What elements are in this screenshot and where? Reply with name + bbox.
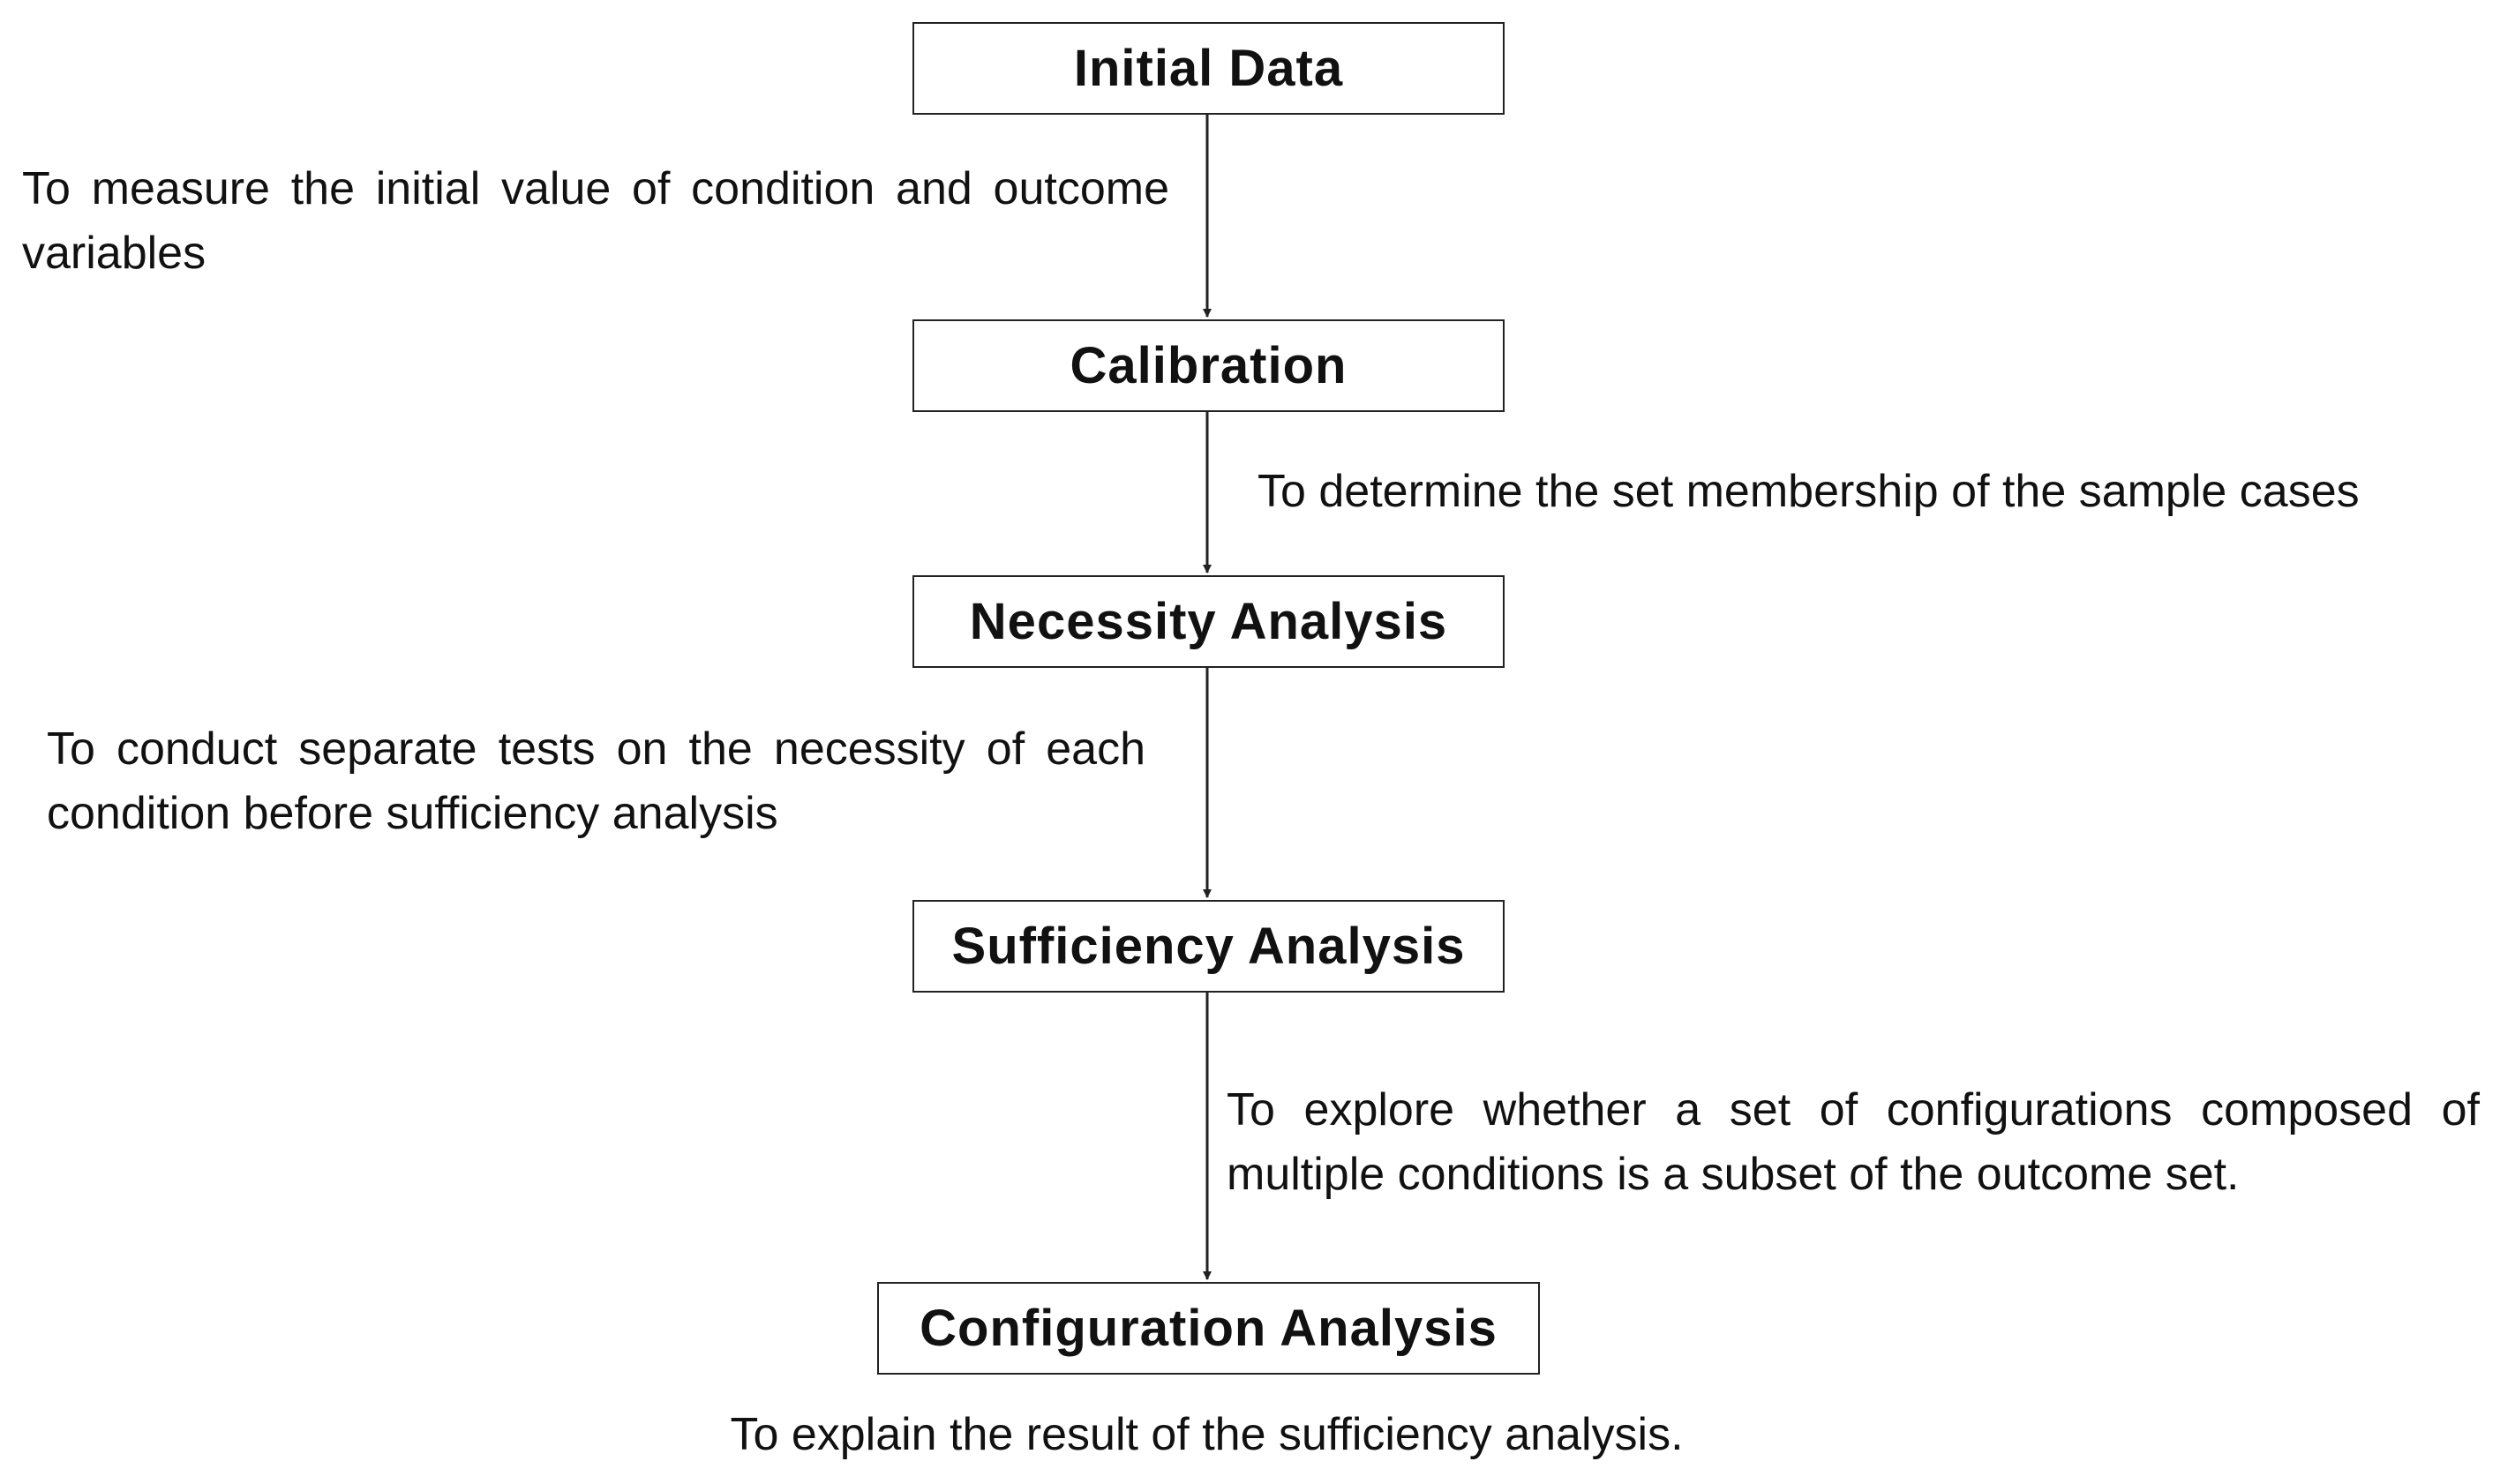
- node-necessity-analysis: Necessity Analysis: [912, 575, 1505, 668]
- note-initial-data-text: To measure the initial value of conditio…: [22, 163, 1169, 279]
- note-sufficiency: To explore whether a set of configuratio…: [1227, 1078, 2480, 1207]
- node-necessity-analysis-label: Necessity Analysis: [969, 593, 1448, 650]
- note-configuration-text: To explain the result of the sufficiency…: [730, 1409, 1684, 1460]
- node-sufficiency-analysis-label: Sufficiency Analysis: [951, 918, 1466, 975]
- node-calibration: Calibration: [912, 319, 1505, 412]
- node-sufficiency-analysis: Sufficiency Analysis: [912, 900, 1505, 993]
- note-calibration: To determine the set membership of the s…: [1258, 460, 2493, 524]
- node-configuration-analysis: Configuration Analysis: [877, 1282, 1540, 1375]
- node-initial-data: Initial Data: [912, 22, 1505, 115]
- note-necessity-text: To conduct separate tests on the necessi…: [47, 723, 1145, 839]
- note-calibration-text: To determine the set membership of the s…: [1258, 466, 2360, 517]
- note-sufficiency-text: To explore whether a set of configuratio…: [1227, 1084, 2480, 1200]
- node-initial-data-label: Initial Data: [1073, 40, 1344, 97]
- note-initial-data: To measure the initial value of conditio…: [22, 157, 1169, 286]
- node-calibration-label: Calibration: [1070, 337, 1348, 394]
- node-configuration-analysis-label: Configuration Analysis: [920, 1300, 1498, 1357]
- note-configuration: To explain the result of the sufficiency…: [0, 1403, 2414, 1467]
- note-necessity: To conduct separate tests on the necessi…: [47, 717, 1145, 846]
